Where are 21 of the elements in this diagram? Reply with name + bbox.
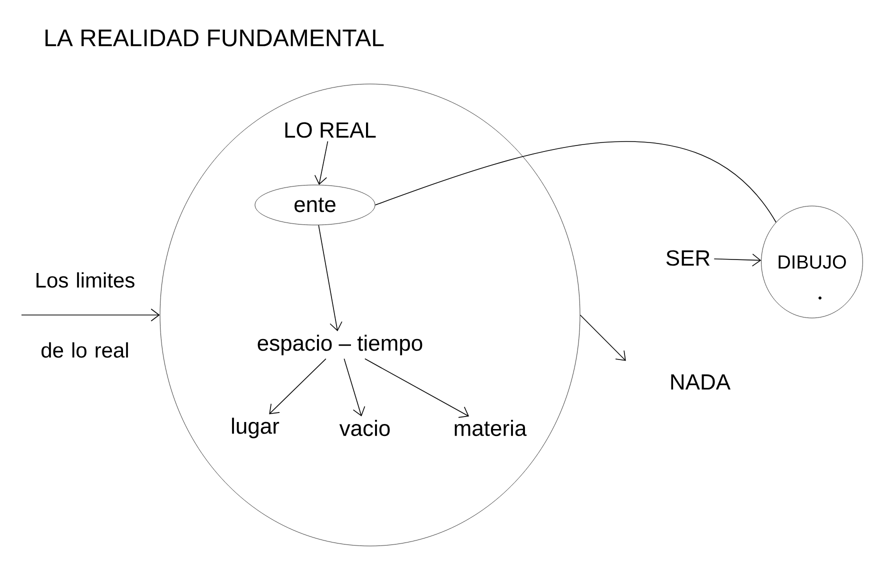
label-text: lugar <box>232 418 280 438</box>
circle-node: DIBUJO <box>761 206 863 318</box>
label-text: espacio – tiempo <box>258 334 422 356</box>
label-text: SER <box>666 250 710 266</box>
oval-boundary <box>160 84 580 546</box>
arrow <box>714 254 762 266</box>
arrow <box>364 358 470 418</box>
arrow <box>344 358 366 416</box>
arrow <box>21 308 160 322</box>
connector-line <box>374 141 776 223</box>
label-text: LO REAL <box>285 122 376 138</box>
arrow <box>314 140 328 185</box>
arrow <box>269 358 326 414</box>
label-text: vacio <box>339 420 390 436</box>
oval-node: ente <box>254 184 376 226</box>
arrow <box>580 314 626 361</box>
title: LA REALIDAD FUNDAMENTAL <box>46 30 384 46</box>
label-text: materia <box>454 420 527 436</box>
label-text: NADA <box>671 374 730 390</box>
arrow <box>318 224 342 332</box>
label-text: Los limites de lo real <box>36 272 134 358</box>
